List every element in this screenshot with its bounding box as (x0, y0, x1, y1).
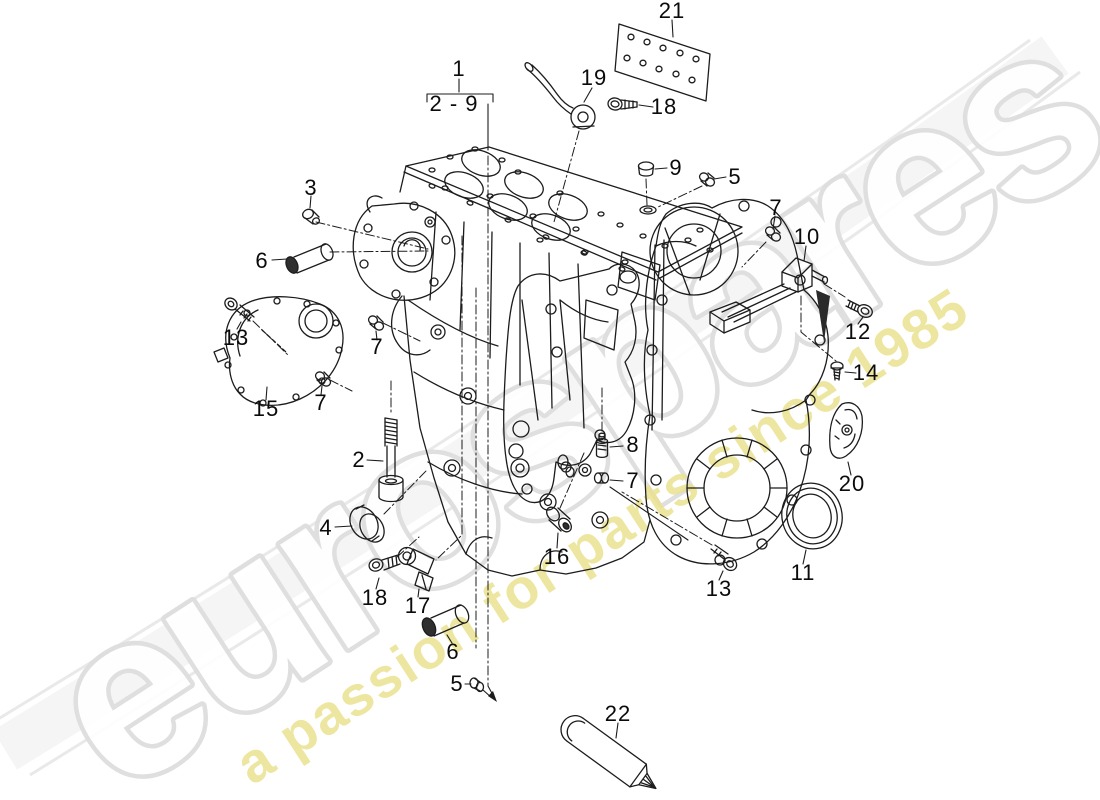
callout-13-left: 13 (222, 325, 250, 350)
plug-part5-top (698, 172, 716, 187)
cap-part9 (637, 161, 655, 177)
callout-7-a: 7 (314, 390, 328, 415)
callout-16: 16 (543, 544, 571, 569)
oil-pump-drive-flange (352, 195, 456, 301)
callout-14: 14 (852, 360, 880, 385)
callout-3: 3 (304, 175, 318, 200)
callout-5-bottom: 5 (450, 671, 464, 696)
screw-part14 (830, 361, 844, 381)
vent-pipe-part19 (524, 62, 596, 130)
reinforcement-plate-part21 (614, 23, 711, 102)
crankshaft-seal-part11 (781, 482, 843, 550)
sealant-tube-part22 (560, 715, 657, 790)
callout-15: 15 (252, 396, 280, 421)
gasket-bolt-holes (428, 146, 714, 265)
callout-22: 22 (604, 701, 632, 726)
callout-5-top: 5 (728, 164, 742, 189)
callout-range-2-9: 2 - 9 (429, 91, 479, 116)
leader-lines (236, 19, 864, 739)
callout-1: 1 (452, 56, 466, 81)
dowel-part6-bottom (421, 604, 470, 637)
dowel-part6-left (285, 243, 334, 274)
engine-mount-bracket-part10 (709, 257, 830, 342)
callout-4: 4 (319, 515, 333, 540)
callout-10: 10 (793, 224, 821, 249)
dowel-sleeve-part16 (546, 506, 572, 533)
plug-part5-bottom (469, 677, 485, 693)
head-gasket (403, 146, 743, 281)
bolt-part13-left (224, 297, 255, 322)
callout-7-top: 7 (769, 195, 783, 220)
crankcase-block (391, 165, 665, 577)
plug-part3 (302, 208, 321, 225)
callout-8: 8 (626, 432, 640, 457)
bolt-part18-top (607, 97, 638, 111)
callout-6-left: 6 (255, 248, 269, 273)
cup-plug-part4 (349, 504, 385, 543)
bolt-part13-right (710, 544, 738, 572)
callout-13-right: 13 (705, 576, 733, 601)
callout-20: 20 (838, 471, 866, 496)
middle-gasket (503, 263, 640, 504)
callout-21: 21 (658, 0, 686, 23)
callout-9: 9 (669, 155, 683, 180)
callout-11: 11 (790, 560, 816, 585)
callout-7-b: 7 (370, 334, 384, 359)
stud-part8 (595, 432, 609, 459)
callout-7-center: 7 (626, 468, 640, 493)
callout-18-top: 18 (650, 94, 678, 119)
callout-19: 19 (580, 65, 608, 90)
callout-6-bottom: 6 (446, 639, 460, 664)
timing-chain-cover (643, 198, 829, 566)
plug-part7-instances (314, 226, 782, 484)
callout-2: 2 (352, 447, 366, 472)
bolt-part12 (845, 299, 873, 318)
tensioner-pad-part20 (829, 402, 864, 459)
bolt-part18-bottom (368, 554, 401, 572)
projection-lines (252, 130, 846, 687)
callout-12: 12 (844, 319, 872, 344)
bolt-part2 (378, 417, 404, 503)
callout-18-bottom: 18 (361, 585, 389, 610)
callout-17: 17 (404, 593, 432, 618)
